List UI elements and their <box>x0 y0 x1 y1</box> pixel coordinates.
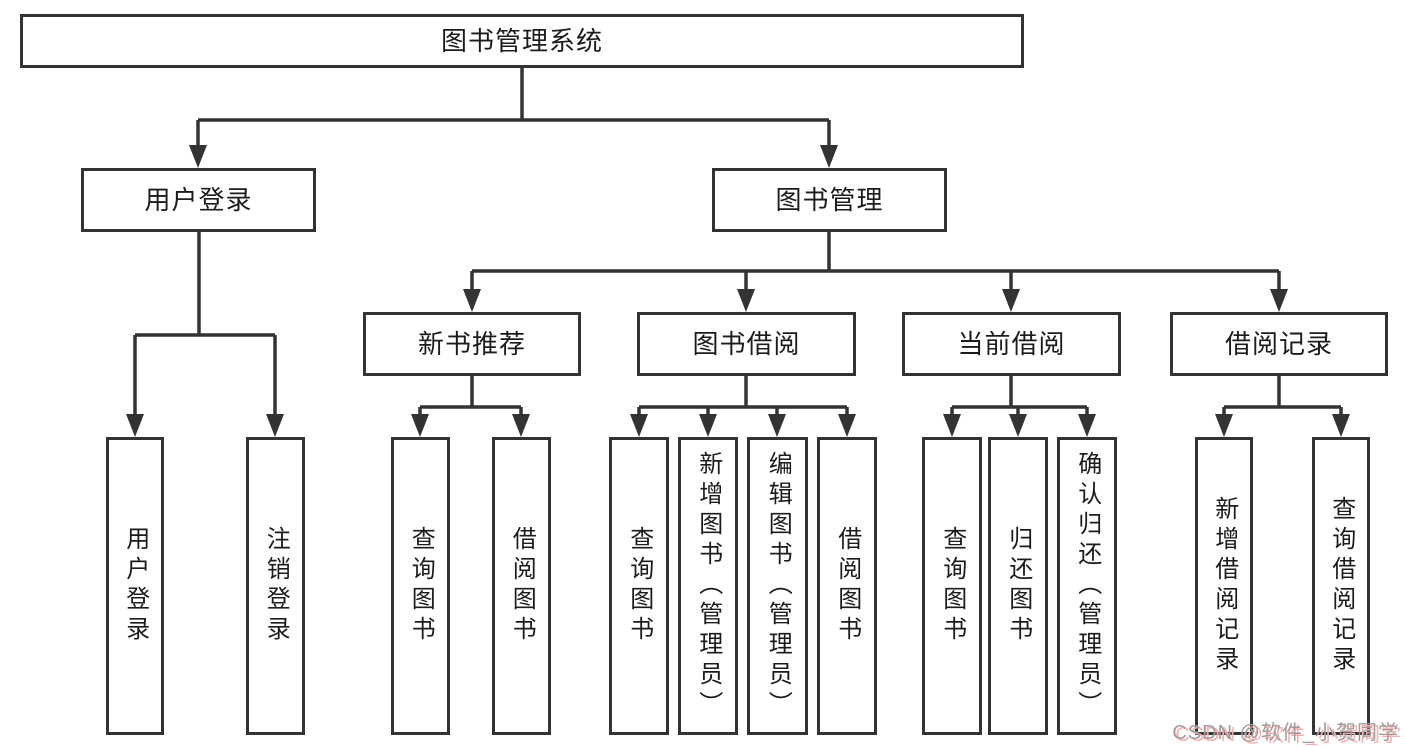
leaf-user-login: 用户登录 <box>106 437 164 735</box>
tree-edges <box>133 66 1343 417</box>
node-label: 图书管理系统 <box>440 25 603 56</box>
leaf-label: 注销登录 <box>262 526 290 646</box>
node-label: 新书推荐 <box>417 328 526 359</box>
leaf-label: 借阅图书 <box>508 526 536 646</box>
leaf-logout: 注销登录 <box>246 437 305 735</box>
leaf-edit-book-admin: 编辑图书（管理员） <box>747 437 808 735</box>
node-book-borrowing: 图书借阅 <box>637 312 856 376</box>
leaf-label: 查询借阅记录 <box>1327 496 1355 676</box>
node-label: 借阅记录 <box>1224 328 1333 359</box>
node-library-management-system: 图书管理系统 <box>20 14 1024 68</box>
leaf-confirm-return-admin: 确认归还（管理员） <box>1057 437 1117 735</box>
leaf-borrow-books-recommend: 借阅图书 <box>492 437 551 735</box>
node-borrowing-records: 借阅记录 <box>1170 312 1388 376</box>
csdn-watermark: CSDN @软件_小贺同学 <box>1172 722 1399 744</box>
leaf-add-borrow-record: 新增借阅记录 <box>1195 437 1253 735</box>
leaf-query-books-current: 查询图书 <box>922 437 982 735</box>
leaf-label: 查询图书 <box>625 526 653 646</box>
leaf-query-books-borrowing: 查询图书 <box>609 437 669 735</box>
leaf-label: 确认归还（管理员） <box>1073 451 1101 721</box>
node-label: 当前借阅 <box>957 328 1066 359</box>
leaf-label: 新增借阅记录 <box>1210 496 1238 676</box>
leaf-borrow-books: 借阅图书 <box>817 437 877 735</box>
node-new-book-recommend: 新书推荐 <box>363 312 581 376</box>
node-label: 用户登录 <box>144 184 253 215</box>
node-current-borrowing: 当前借阅 <box>902 312 1121 376</box>
node-label: 图书管理 <box>775 184 884 215</box>
node-book-management: 图书管理 <box>712 168 947 232</box>
leaf-label: 查询图书 <box>407 526 435 646</box>
leaf-label: 借阅图书 <box>833 526 861 646</box>
leaf-return-book: 归还图书 <box>988 437 1048 735</box>
leaf-label: 用户登录 <box>121 526 149 646</box>
leaf-label: 编辑图书（管理员） <box>764 451 792 721</box>
leaf-query-borrow-record: 查询借阅记录 <box>1312 437 1370 735</box>
leaf-label: 归还图书 <box>1004 526 1032 646</box>
node-user-login: 用户登录 <box>81 168 316 232</box>
leaf-query-books-recommend: 查询图书 <box>391 437 450 735</box>
leaf-add-book-admin: 新增图书（管理员） <box>678 437 738 735</box>
node-label: 图书借阅 <box>692 328 801 359</box>
arrowheads <box>126 145 1350 437</box>
leaf-label: 查询图书 <box>938 526 966 646</box>
leaf-label: 新增图书（管理员） <box>694 451 722 721</box>
